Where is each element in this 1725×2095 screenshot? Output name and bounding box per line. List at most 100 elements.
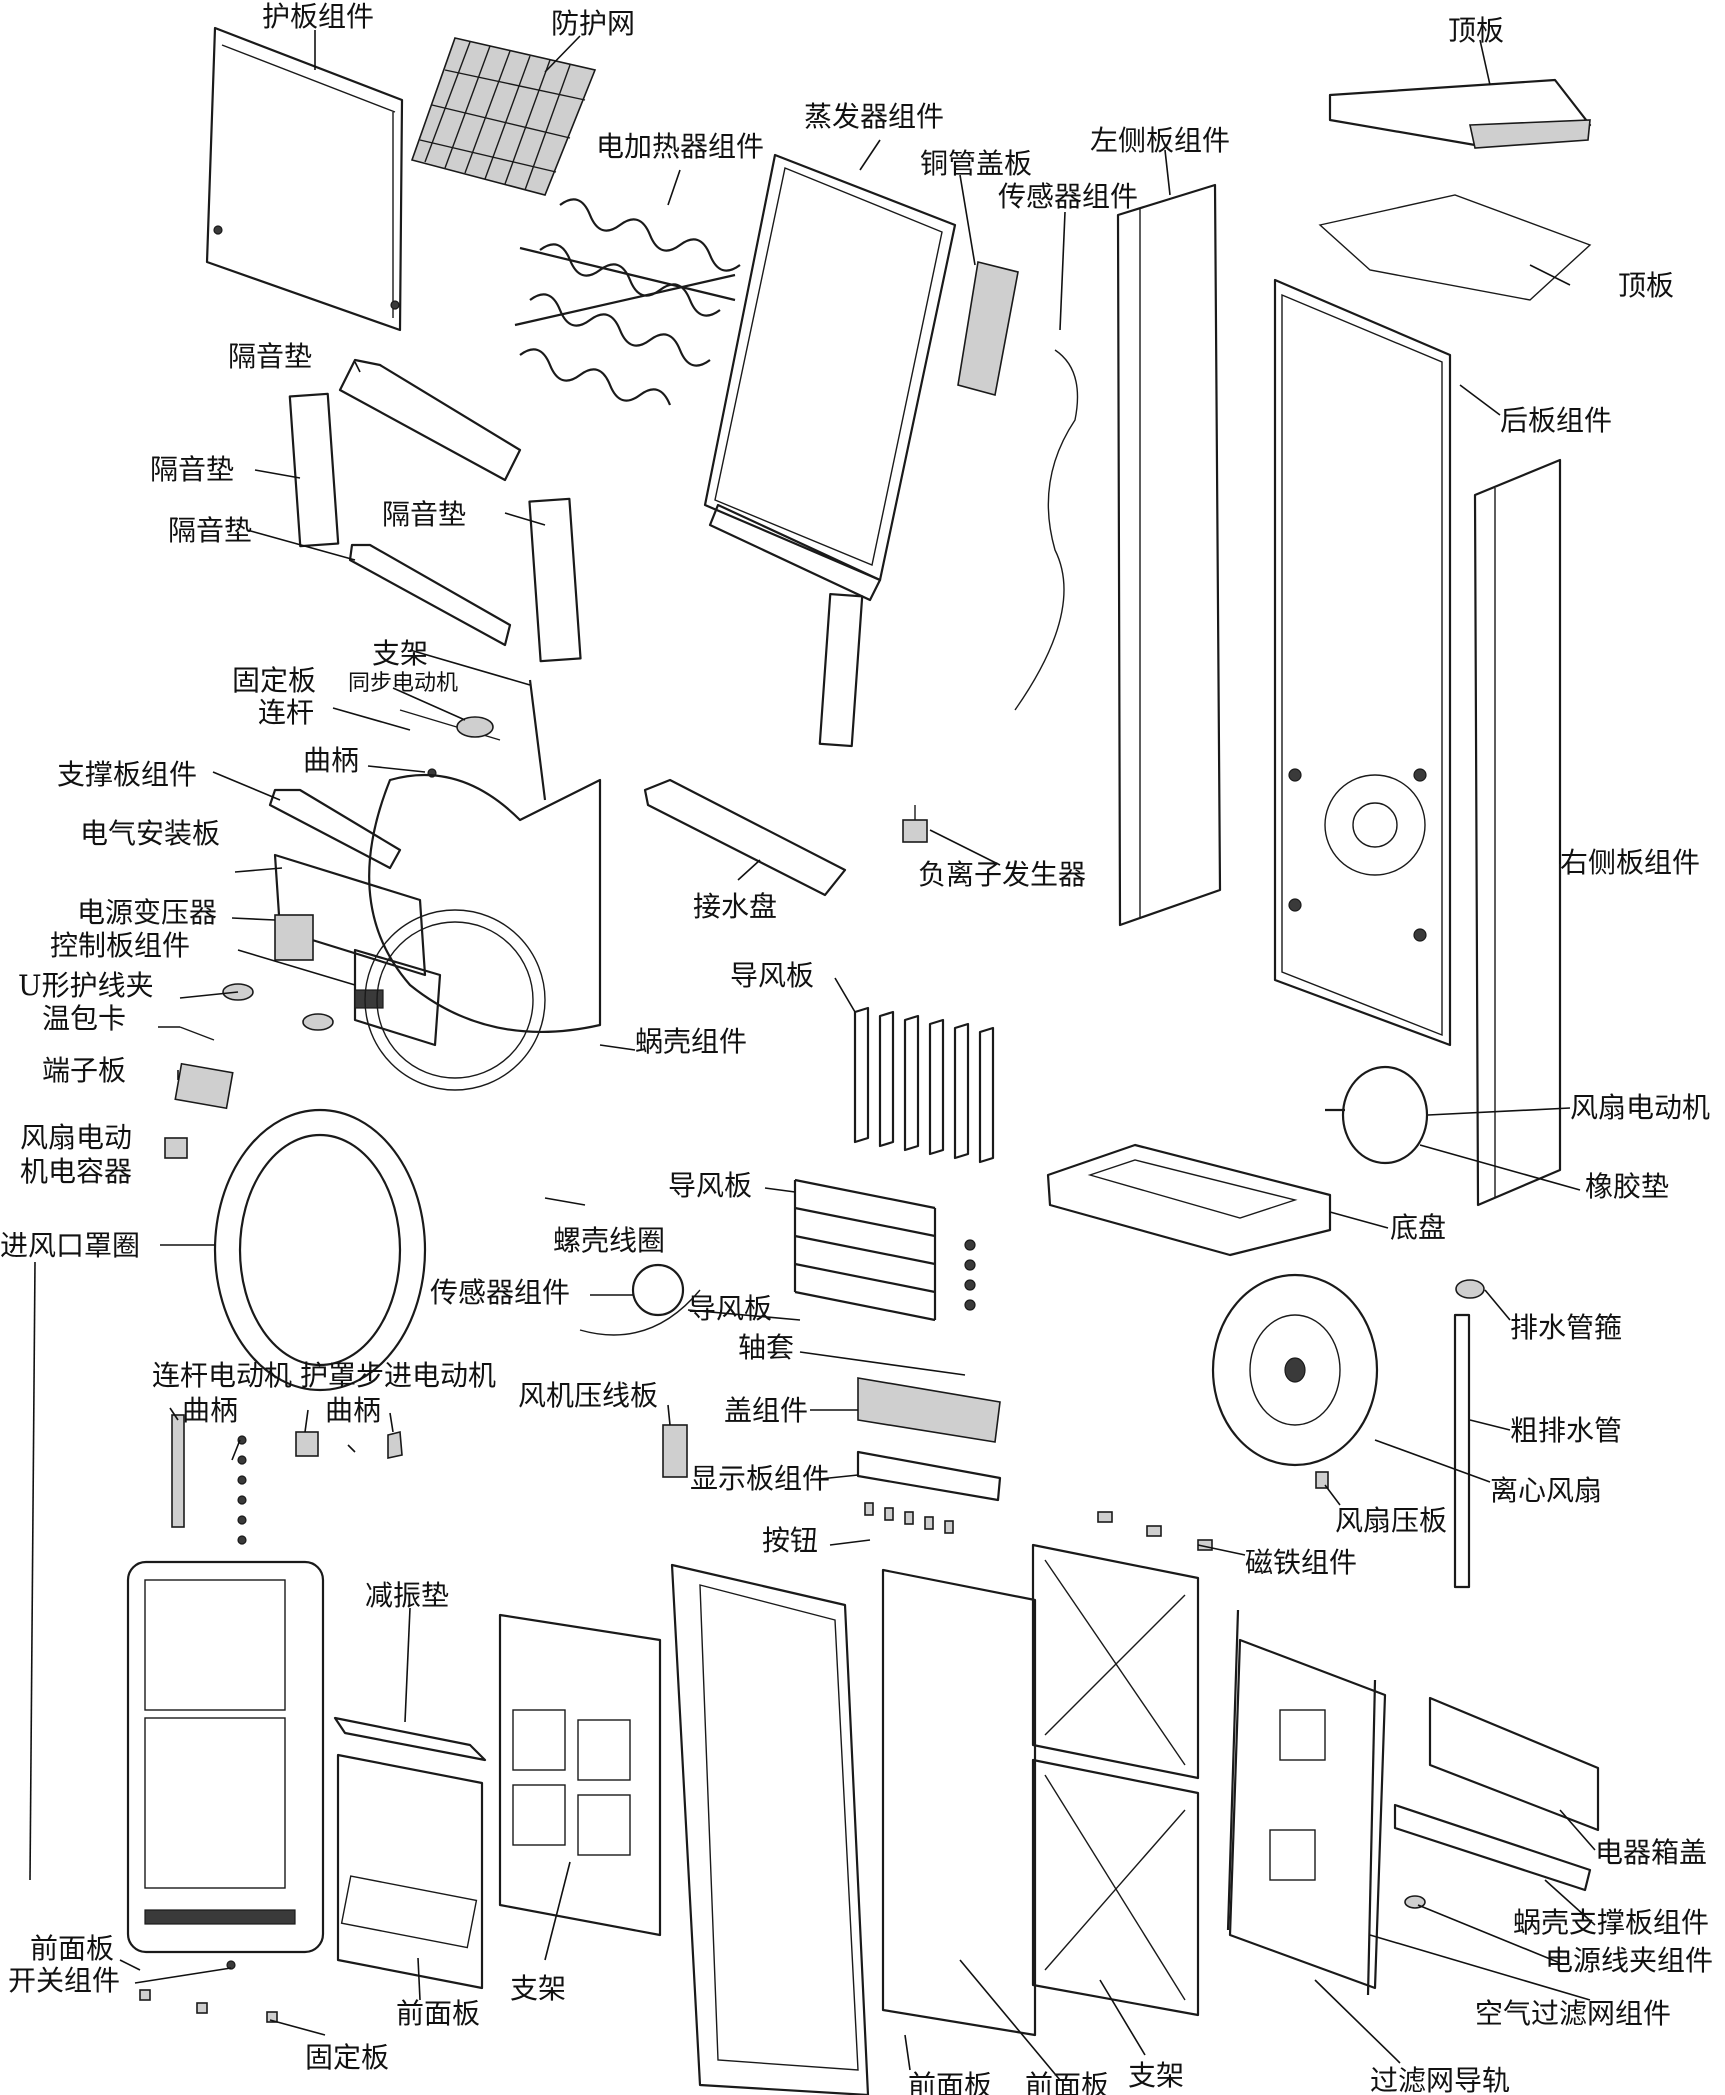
label-front-panel-2: 前面板 <box>396 1997 480 2030</box>
label-volute-assembly: 蜗壳组件 <box>635 1025 747 1058</box>
protective-mesh-part <box>410 37 597 196</box>
label-sensor-assembly-1: 传感器组件 <box>998 180 1138 213</box>
anion-generator-part <box>902 805 928 843</box>
label-back-panel-assembly: 后板组件 <box>1500 404 1612 437</box>
label-sound-pad-3: 隔音垫 <box>382 498 466 531</box>
label-guard-plate-assembly: 护板组件 <box>262 0 374 33</box>
magnet-parts <box>1097 1511 1213 1551</box>
label-front-panel-4: 前面板 <box>1025 2069 1109 2095</box>
damping-pad-part <box>333 1716 487 1762</box>
label-front-panel-1: 前面板 <box>30 1932 114 1965</box>
label-bracket-3: 支架 <box>1128 2059 1184 2092</box>
label-button: 按钮 <box>762 1524 818 1557</box>
label-electric-heater-assembly: 电加热器组件 <box>596 130 764 163</box>
label-left-side-panel-assembly: 左侧板组件 <box>1090 124 1230 157</box>
support-frame-right-part <box>1031 1543 1200 2017</box>
label-magnet-assembly: 磁铁组件 <box>1245 1546 1357 1579</box>
volute-coil-part <box>579 1263 701 1336</box>
label-air-deflector-1: 导风板 <box>730 959 814 992</box>
label-guard-stepper-motor: 护罩步进电动机 <box>300 1359 496 1392</box>
label-support-plate-assembly: 支撑板组件 <box>57 758 197 791</box>
label-drain-tray: 接水盘 <box>693 890 777 923</box>
copper-tube-cover-part <box>957 261 1019 396</box>
fan-motor-part <box>1325 1065 1429 1165</box>
fan-wire-plate-part <box>662 1424 688 1478</box>
label-centrifugal-fan: 离心风扇 <box>1490 1474 1602 1507</box>
front-panel-frame-part <box>126 1560 325 1954</box>
label-sound-pad-1: 隔音垫 <box>228 340 312 373</box>
label-top-plate-1: 顶板 <box>1448 14 1504 47</box>
label-sensor-assembly-2: 传感器组件 <box>430 1276 570 1309</box>
support-plate-part <box>268 788 402 870</box>
display-cover-parts <box>856 1377 1002 1534</box>
label-rubber-pad: 橡胶垫 <box>1585 1170 1669 1203</box>
label-bracket-2: 支架 <box>510 1972 566 2005</box>
label-fan-motor-capacitor-line1: 风扇电动 <box>20 1121 132 1154</box>
label-electrical-box-cover: 电器箱盖 <box>1595 1836 1707 1869</box>
label-cover-assembly: 盖组件 <box>724 1394 808 1427</box>
label-fan-wire-plate: 风机压线板 <box>518 1379 658 1412</box>
filter-assembly-part <box>1226 1609 1387 1996</box>
label-crank-2: 曲柄 <box>182 1394 238 1427</box>
sensor-wire-part <box>1014 349 1079 711</box>
label-damping-pad: 减振垫 <box>365 1579 449 1612</box>
label-copper-tube-cover: 铜管盖板 <box>920 147 1032 180</box>
back-panel-part <box>1273 278 1452 1047</box>
electrical-mount-plate-part <box>273 853 442 1047</box>
label-display-board-assembly: 显示板组件 <box>690 1462 830 1495</box>
label-base-tray: 底盘 <box>1390 1211 1446 1244</box>
crank-link-parts <box>399 679 547 801</box>
label-link-rod-motor: 连杆电动机 <box>152 1359 292 1392</box>
drain-pipe-part <box>1315 1279 1485 1589</box>
label-crank-1: 曲柄 <box>303 744 359 777</box>
label-control-board-assembly: 控制板组件 <box>50 929 190 962</box>
link-motor-crank-parts <box>171 1414 403 1545</box>
label-front-panel-3: 前面板 <box>908 2069 992 2095</box>
drain-tray-part <box>643 778 847 897</box>
label-electrical-mount-plate: 电气安装板 <box>80 817 220 850</box>
label-intake-shroud-ring: 进风口罩圈 <box>0 1229 140 1262</box>
support-frame-part <box>498 1613 662 1937</box>
label-sound-pad-2: 隔音垫 <box>150 453 234 486</box>
label-switch-assembly: 开关组件 <box>8 1964 120 1997</box>
top-plate-part <box>1318 78 1592 301</box>
label-top-plate-2: 顶板 <box>1618 269 1674 302</box>
label-evaporator-assembly: 蒸发器组件 <box>804 100 944 133</box>
label-filter-guide-rail: 过滤网导轨 <box>1370 2064 1510 2095</box>
label-air-deflector-3: 导风板 <box>688 1292 772 1325</box>
label-fan-motor: 风扇电动机 <box>1570 1091 1710 1124</box>
volute-support-plate-part <box>1393 1803 1592 1892</box>
label-anion-generator: 负离子发生器 <box>918 858 1086 891</box>
label-temp-bulb-clip: 温包卡 <box>42 1002 126 1035</box>
label-power-transformer: 电源变压器 <box>77 896 217 929</box>
volute-part <box>364 773 602 1091</box>
electrical-box-cover-part <box>1428 1696 1600 1832</box>
label-right-side-panel-assembly: 右侧板组件 <box>1560 846 1700 879</box>
small-electrical-parts <box>164 983 334 1159</box>
switch-fixing-parts <box>139 1960 278 2023</box>
label-thick-drain-pipe: 粗排水管 <box>1510 1414 1622 1447</box>
label-fan-press-plate: 风扇压板 <box>1335 1504 1447 1537</box>
label-u-wire-clip: U形护线夹 <box>18 969 154 1002</box>
label-link-rod-1: 连杆 <box>258 696 314 729</box>
guard-plate-part <box>205 26 404 332</box>
centrifugal-fan-part <box>1211 1273 1379 1467</box>
label-power-cord-clip-assembly: 电源线夹组件 <box>1545 1944 1713 1977</box>
leader-lines <box>29 30 1596 2081</box>
label-bracket-1: 支架 <box>372 637 428 670</box>
right-side-panel-part <box>1473 458 1562 1207</box>
label-synchronous-motor: 同步电动机 <box>348 671 458 696</box>
front-panel-2-part <box>336 1753 484 1990</box>
base-tray-part <box>1046 1143 1332 1257</box>
tall-front-panel-part <box>670 1563 1037 2095</box>
label-shaft-sleeve: 轴套 <box>738 1331 794 1364</box>
label-fixing-plate-1: 固定板 <box>232 664 316 697</box>
label-fixing-plate-2: 固定板 <box>305 2041 389 2074</box>
horizontal-deflector-parts <box>793 1178 976 1322</box>
label-sound-pad-4: 隔音垫 <box>168 514 252 547</box>
label-crank-3: 曲柄 <box>325 1394 381 1427</box>
label-drain-pipe-clamp: 排水管箍 <box>1510 1311 1622 1344</box>
vertical-deflector-parts <box>853 1006 995 1164</box>
